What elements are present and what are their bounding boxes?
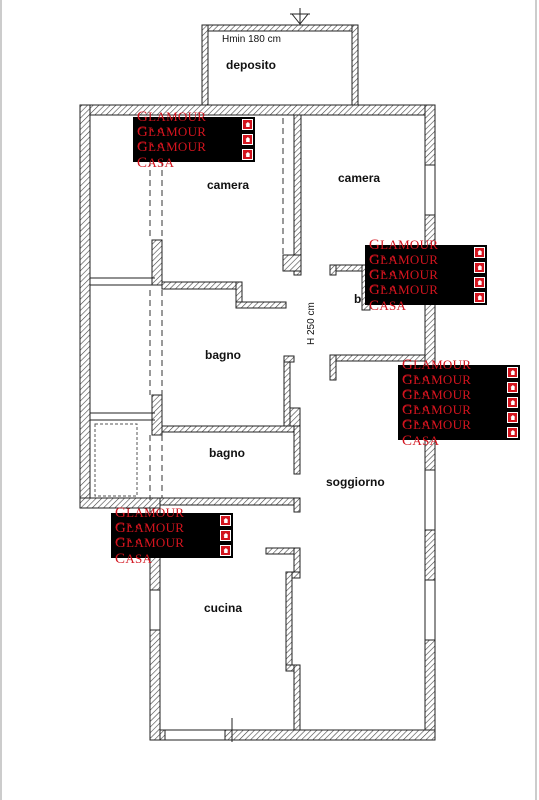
home-icon bbox=[474, 262, 485, 273]
home-icon bbox=[220, 515, 231, 526]
left-wing-walls bbox=[90, 118, 296, 500]
home-icon bbox=[242, 149, 253, 160]
hmin-note: Hmin 180 cm bbox=[222, 34, 281, 45]
home-icon bbox=[507, 397, 518, 408]
home-icon bbox=[220, 530, 231, 541]
watermark-group-1: GLAMOUR CASA GLAMOUR CASA GLAMOUR CASA bbox=[133, 109, 255, 170]
home-icon bbox=[242, 134, 253, 145]
interior-walls bbox=[159, 114, 426, 731]
room-label-camera-2: camera bbox=[338, 171, 381, 185]
height-note: H 250 cm bbox=[306, 302, 317, 345]
room-label-soggiorno: soggiorno bbox=[326, 475, 385, 489]
deposito-walls bbox=[201, 8, 359, 106]
home-icon bbox=[507, 382, 518, 393]
watermark-logo: GLAMOUR CASA bbox=[133, 139, 255, 170]
watermark-logo: GLAMOUR CASA bbox=[365, 267, 487, 298]
room-label-cucina: cucina bbox=[204, 601, 243, 615]
room-label-bagno-2: bagno bbox=[209, 446, 245, 460]
home-icon bbox=[474, 247, 485, 258]
home-icon bbox=[474, 292, 485, 303]
home-icon bbox=[474, 277, 485, 288]
watermark-group-2: GLAMOUR CASA GLAMOUR CASA GLAMOUR CASA G… bbox=[365, 237, 487, 313]
home-icon bbox=[507, 367, 518, 378]
watermark-group-4: GLAMOUR CASA GLAMOUR CASA GLAMOUR CASA bbox=[111, 505, 233, 566]
watermark-logo: GLAMOUR CASA bbox=[111, 535, 233, 566]
watermark-logo: GLAMOUR CASA bbox=[365, 282, 487, 313]
room-label-camera-1: camera bbox=[207, 178, 250, 192]
watermark-logo: GLAMOUR CASA bbox=[398, 417, 520, 448]
room-label-deposito: deposito bbox=[226, 58, 276, 72]
home-icon bbox=[507, 412, 518, 423]
watermark-group-3: GLAMOUR CASA GLAMOUR CASA GLAMOUR CASA G… bbox=[398, 357, 520, 448]
home-icon bbox=[507, 427, 518, 438]
home-icon bbox=[220, 545, 231, 556]
outer-walls bbox=[79, 104, 436, 742]
home-icon bbox=[242, 119, 253, 130]
room-label-bagno-1: bagno bbox=[205, 348, 241, 362]
room-label-partial: b bbox=[354, 292, 362, 306]
